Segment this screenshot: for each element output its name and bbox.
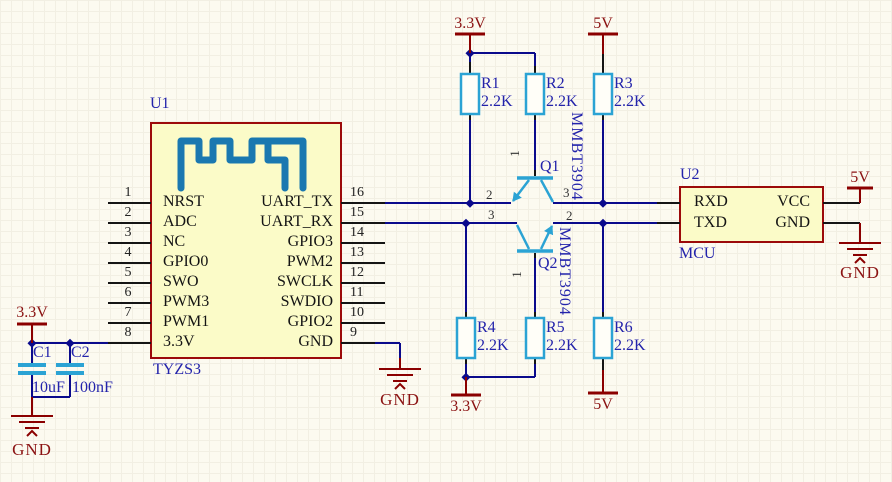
- power-label-3v3-left: 3.3V: [16, 304, 48, 321]
- q2-pin-num-base: 1: [508, 271, 524, 278]
- resistor-r2[interactable]: [524, 72, 546, 116]
- transistor-q1[interactable]: [512, 176, 555, 203]
- u1-pin-num-2: 2: [124, 205, 132, 220]
- u1-pin-name-nc: NC: [163, 233, 186, 250]
- capacitor-c2[interactable]: [56, 363, 84, 375]
- u1-refdes: U1: [150, 95, 170, 112]
- r3-refdes: R3: [614, 75, 633, 92]
- u1-part: TYZS3: [153, 361, 201, 378]
- gnd-label-center: GND: [380, 390, 420, 409]
- u1-pin-name-pwm3: PWM3: [163, 293, 210, 310]
- c1-refdes: C1: [33, 344, 52, 361]
- q2-refdes: Q2: [538, 255, 558, 272]
- u2-part: MCU: [679, 245, 716, 262]
- c2-refdes: C2: [71, 344, 90, 361]
- u1-pin-name-nrst: NRST: [163, 193, 204, 210]
- u1-chip-body[interactable]: [150, 122, 342, 359]
- r2-value: 2.2K: [546, 93, 578, 110]
- u1-pin-num-12: 12: [350, 265, 364, 280]
- u1-pin-num-10: 10: [350, 305, 364, 320]
- u2-pin-name-txd: TXD: [694, 214, 727, 231]
- u1-pin-num-8: 8: [124, 325, 132, 340]
- r2-refdes: R2: [546, 75, 565, 92]
- q1-refdes: Q1: [540, 158, 560, 175]
- power-bars: [17, 32, 873, 397]
- resistor-r6[interactable]: [592, 316, 614, 360]
- u1-pin-num-16: 16: [350, 185, 364, 200]
- resistor-r4[interactable]: [455, 316, 477, 360]
- u1-pin-num-9: 9: [350, 325, 357, 340]
- power-label-5v-right: 5V: [850, 169, 870, 186]
- u1-pin-num-5: 5: [124, 265, 132, 280]
- u1-pin-num-4: 4: [124, 245, 132, 260]
- u2-refdes: U2: [680, 166, 700, 183]
- antenna-icon: [177, 137, 307, 192]
- power-wires: [11, 34, 881, 437]
- u1-pin-name-adc: ADC: [163, 213, 197, 230]
- r3-value: 2.2K: [614, 93, 646, 110]
- c2-value: 100nF: [72, 379, 113, 396]
- u1-pin-name-gpio2: GPIO2: [287, 313, 333, 330]
- capacitor-c1[interactable]: [18, 363, 46, 375]
- u1-pin-name-pwm1: PWM1: [163, 313, 210, 330]
- u1-pin-num-15: 15: [350, 205, 364, 220]
- gnd-label-right: GND: [840, 263, 880, 282]
- resistor-r5[interactable]: [524, 316, 546, 360]
- q2-pin-num-emitter: 2: [566, 208, 573, 223]
- u1-pin-num-3: 3: [124, 225, 132, 240]
- pin-stubs: [108, 54, 860, 370]
- u1-pin-name-gpio3: GPIO3: [287, 233, 333, 250]
- power-label-5v-top: 5V: [593, 15, 613, 32]
- u2-pin-name-vcc: VCC: [777, 193, 810, 210]
- u1-pin-name-3v3: 3.3V: [163, 333, 195, 350]
- r5-value: 2.2K: [546, 337, 578, 354]
- u1-pin-num-13: 13: [350, 245, 364, 260]
- r5-refdes: R5: [546, 319, 565, 336]
- resistor-r1[interactable]: [459, 72, 481, 116]
- u2-pin-name-rxd: RXD: [694, 193, 728, 210]
- q2-pin-num-collector: 3: [488, 207, 495, 222]
- u1-pin-name-gpio0: GPIO0: [163, 253, 209, 270]
- resistor-r3[interactable]: [592, 72, 614, 116]
- power-label-3v3-top: 3.3V: [454, 15, 486, 32]
- power-label-3v3-bottom: 3.3V: [450, 398, 482, 415]
- u1-pin-num-6: 6: [124, 285, 132, 300]
- q2-part: MMBT3904: [556, 227, 573, 316]
- r6-refdes: R6: [614, 319, 633, 336]
- r1-value: 2.2K: [481, 93, 513, 110]
- u1-pin-num-11: 11: [350, 285, 364, 300]
- r1-refdes: R1: [481, 75, 500, 92]
- r4-refdes: R4: [477, 319, 496, 336]
- u2-pin-name-gnd: GND: [775, 214, 810, 231]
- u1-pin-num-14: 14: [350, 225, 364, 240]
- q1-pin-num-collector: 3: [563, 185, 570, 200]
- u1-pin-num-1: 1: [124, 185, 132, 200]
- u1-pin-name-swclk: SWCLK: [277, 273, 333, 290]
- r6-value: 2.2K: [614, 337, 646, 354]
- gnd-label-bottom-left: GND: [12, 440, 52, 459]
- u1-pin-num-7: 7: [124, 305, 132, 320]
- u1-pin-name-swdio: SWDIO: [280, 293, 333, 310]
- u2-chip-body[interactable]: [679, 186, 824, 243]
- u1-pin-name-uart-tx: UART_TX: [261, 193, 333, 210]
- q1-part: MMBT3904: [568, 112, 585, 201]
- q1-pin-num-base: 1: [506, 150, 522, 157]
- q1-pin-num-emitter: 2: [486, 187, 493, 202]
- transistor-q2[interactable]: [515, 224, 554, 253]
- r4-value: 2.2K: [477, 337, 509, 354]
- c1-value: 10uF: [32, 379, 65, 396]
- power-label-5v-bottom: 5V: [593, 396, 613, 413]
- u1-pin-name-gnd: GND: [298, 333, 333, 350]
- u1-pin-name-swo: SWO: [163, 273, 199, 290]
- u1-pin-name-uart-rx: UART_RX: [260, 213, 333, 230]
- u1-pin-name-pwm2: PWM2: [286, 253, 333, 270]
